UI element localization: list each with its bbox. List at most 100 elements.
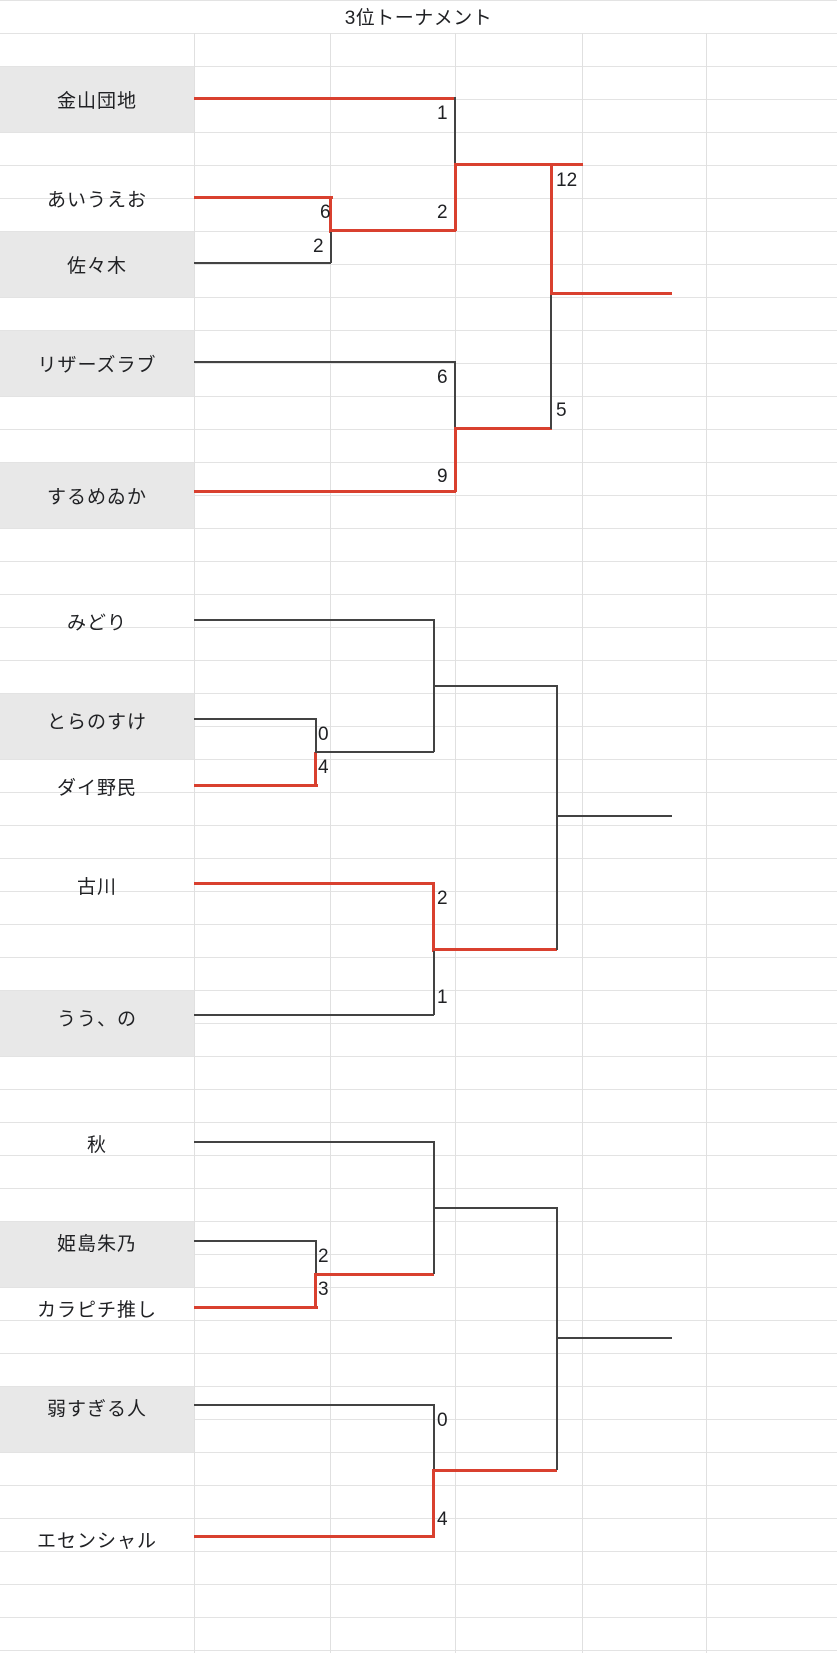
team-name-shade xyxy=(0,463,194,528)
bracket-line-aki xyxy=(194,1141,434,1143)
grid-row-line xyxy=(0,726,837,727)
grid-row-line xyxy=(0,627,837,628)
grid-row-line xyxy=(0,1650,837,1651)
grid-row-line xyxy=(0,330,837,331)
bracket-line-block3-champion xyxy=(556,1337,672,1339)
bracket-line-furukawa-r2-win xyxy=(432,948,557,951)
bracket-line-aiueo-final-drop xyxy=(550,163,553,295)
team-name-cell[interactable]: 古川 xyxy=(76,877,117,898)
score-label: 1 xyxy=(437,987,448,1008)
team-name-cell[interactable]: 姫島朱乃 xyxy=(56,1234,137,1255)
team-name-cell[interactable]: うう、の xyxy=(56,1009,137,1030)
bracket-line-himeshima-drop xyxy=(315,1240,317,1277)
bracket-line-essential-rise xyxy=(432,1470,435,1537)
grid-row-line xyxy=(0,1221,837,1222)
grid-row-line xyxy=(0,1452,837,1453)
score-label: 0 xyxy=(318,724,329,745)
score-label: 6 xyxy=(320,202,331,223)
grid-row-line xyxy=(0,1056,837,1057)
score-label: 2 xyxy=(318,1246,329,1267)
bracket-line-kanayama-drop xyxy=(454,97,456,165)
score-label: 4 xyxy=(318,757,329,778)
grid-row-line xyxy=(0,1485,837,1486)
bracket-line-uuno xyxy=(194,1014,434,1016)
team-name-shade xyxy=(0,331,194,396)
bracket-line-lizards-drop xyxy=(454,361,456,429)
grid-column-line xyxy=(194,33,195,1653)
grid-row-line xyxy=(0,198,837,199)
bracket-line-midori xyxy=(194,619,434,621)
bracket-line-furukawa-drop xyxy=(432,882,435,952)
grid-row-line xyxy=(0,363,837,364)
bracket-line-yowasugiru-drop xyxy=(433,1404,435,1470)
grid-row-line xyxy=(0,1617,837,1618)
bracket-line-block2-champion xyxy=(556,815,672,817)
grid-row-line xyxy=(0,1254,837,1255)
team-name-shade xyxy=(0,694,194,759)
grid-row-line xyxy=(0,825,837,826)
grid-row-line xyxy=(0,1518,837,1519)
bracket-line-lizards xyxy=(194,361,455,363)
grid-row-line xyxy=(0,693,837,694)
bracket-line-aiueo xyxy=(194,196,333,199)
bracket-line-dainomin-rise xyxy=(314,752,317,786)
bracket-line-midori-r2-rise xyxy=(433,686,435,752)
team-name-cell[interactable]: とらのすけ xyxy=(46,712,147,733)
team-name-cell[interactable]: するめゐか xyxy=(46,487,147,508)
team-name-cell[interactable]: 金山団地 xyxy=(56,91,137,112)
bracket-line-sasaki xyxy=(194,262,331,264)
grid-row-line xyxy=(0,990,837,991)
team-name-cell[interactable]: 弱すぎる人 xyxy=(46,1399,147,1420)
team-name-cell[interactable]: エセンシャル xyxy=(36,1531,157,1552)
grid-row-line xyxy=(0,1584,837,1585)
grid-row-line xyxy=(0,1089,837,1090)
bracket-line-karapichi-r1-win xyxy=(314,1273,434,1276)
grid-row-line xyxy=(0,297,837,298)
bracket-line-aki-drop xyxy=(433,1141,435,1209)
grid-row-line xyxy=(0,528,837,529)
bracket-line-essential xyxy=(194,1535,435,1538)
team-name-cell[interactable]: カラピチ推し xyxy=(36,1300,157,1321)
bracket-line-yowasugiru xyxy=(194,1404,434,1406)
team-name-cell[interactable]: 秋 xyxy=(86,1135,107,1156)
team-name-cell[interactable]: 佐々木 xyxy=(66,256,127,277)
bracket-line-midori-drop xyxy=(433,619,435,687)
bracket-line-dainomin-r1-win xyxy=(315,751,434,753)
bracket-line-sasaki-rise xyxy=(330,230,332,263)
grid-row-line xyxy=(0,1122,837,1123)
bracket-line-furukawa-final-rise xyxy=(556,816,558,950)
bracket-line-toranosuke-drop xyxy=(315,718,317,755)
grid-row-line xyxy=(0,1551,837,1552)
grid-row-line xyxy=(0,660,837,661)
grid-column-line xyxy=(582,33,583,1653)
grid-row-line xyxy=(0,495,837,496)
team-name-shade xyxy=(0,1222,194,1287)
bracket-line-uuno-rise xyxy=(433,950,435,1015)
bracket-line-dainomin xyxy=(194,784,318,787)
grid-row-line xyxy=(0,1419,837,1420)
bracket-line-karapichi xyxy=(194,1306,318,1309)
bracket-line-aiueo-r2-rise xyxy=(454,163,457,231)
grid-row-line xyxy=(0,33,837,34)
grid-row-line xyxy=(0,264,837,265)
team-name-cell[interactable]: みどり xyxy=(66,613,127,634)
bracket-line-midori-r2-win xyxy=(433,685,558,687)
team-name-cell[interactable]: あいうえお xyxy=(46,190,147,211)
grid-row-line xyxy=(0,594,837,595)
grid-row-line xyxy=(0,1023,837,1024)
grid-row-line xyxy=(0,759,837,760)
grid-column-line xyxy=(330,33,331,1653)
grid-row-line xyxy=(0,1287,837,1288)
score-label: 0 xyxy=(437,1410,448,1431)
page-title: 3位トーナメント xyxy=(344,8,493,29)
team-name-cell[interactable]: ダイ野民 xyxy=(56,778,137,799)
grid-row-line xyxy=(0,396,837,397)
grid-row-line xyxy=(0,1320,837,1321)
bracket-line-kanayama xyxy=(194,97,456,100)
grid-row-line xyxy=(0,1386,837,1387)
team-name-cell[interactable]: リザーズラブ xyxy=(37,355,157,376)
grid-row-line xyxy=(0,462,837,463)
score-label: 12 xyxy=(556,170,578,191)
